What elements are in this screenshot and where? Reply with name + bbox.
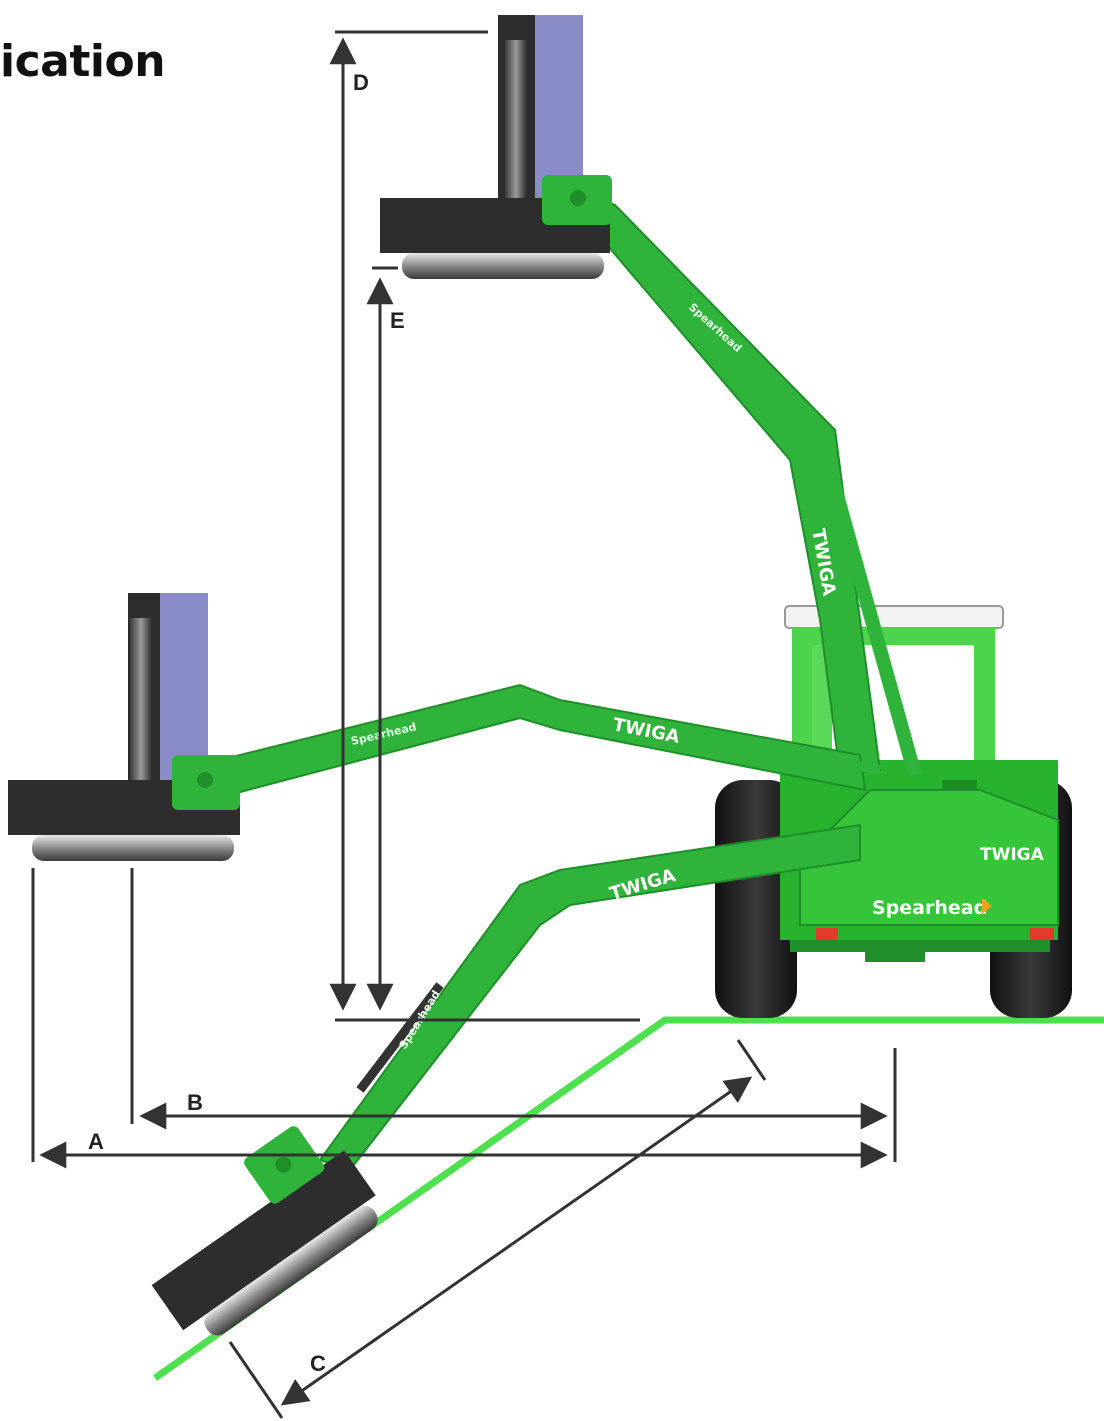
cutter-head-top <box>380 15 612 279</box>
dimension-e-label: E <box>390 308 405 333</box>
brand-decal-tractor: Spearhead <box>872 897 987 919</box>
page-title: ication <box>0 36 166 87</box>
model-decal-tractor: TWIGA <box>980 845 1045 865</box>
dimension-a-label: A <box>88 1129 104 1154</box>
dimension-d-label: D <box>353 70 369 95</box>
dimension-c-label: C <box>310 1351 326 1376</box>
dimension-lines <box>31 30 897 1419</box>
cutter-head-middle <box>8 593 240 861</box>
dimension-c-line <box>280 1076 753 1406</box>
dimension-b-label: B <box>187 1090 203 1115</box>
arm-vertical-position: TWIGA Spearhead <box>380 15 922 777</box>
tractor: Spearhead TWIGA <box>715 605 1072 1018</box>
